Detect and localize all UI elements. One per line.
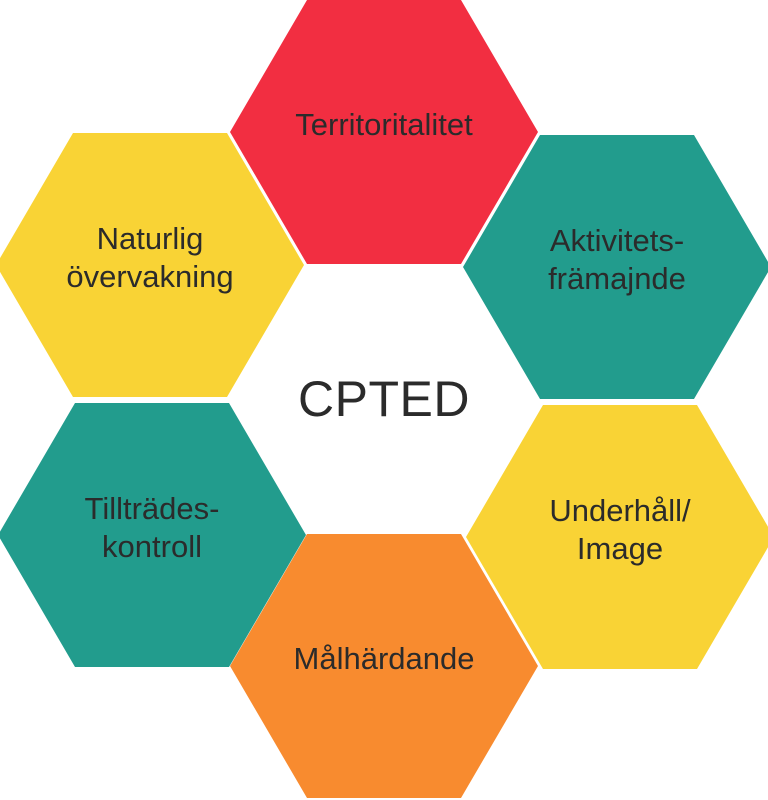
hexagon-maintenance-image-label: Underhåll/ Image (549, 493, 691, 566)
diagram-center-title: CPTED (298, 371, 470, 427)
hexagon-target-hardening: Målhärdande (230, 534, 538, 798)
hexagon-target-hardening-label: Målhärdande (293, 641, 475, 677)
hexagon-territoriality: Territoritalitet (230, 0, 538, 264)
hexagon-territoriality-label: Territoritalitet (295, 107, 473, 143)
hexagon-activity-support-label: Aktivitets- främajnde (548, 223, 686, 296)
hexagon-natural-surveillance-label: Naturlig övervakning (66, 221, 234, 294)
hexagon-access-control-label: Tillträdes- kontroll (84, 491, 220, 564)
